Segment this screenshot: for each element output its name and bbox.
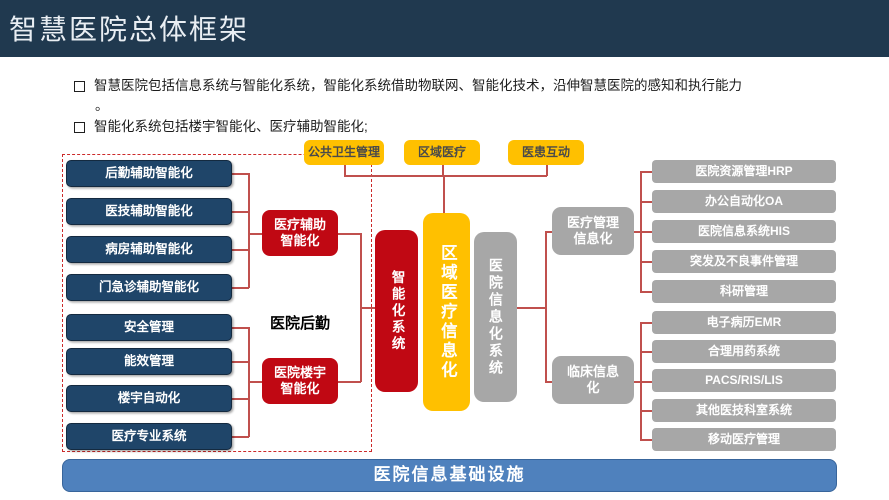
node-logistics-assist: 后勤辅助智能化 <box>66 160 232 187</box>
pillar-intelligent-system: 智能化系统 <box>375 230 418 392</box>
connector-line <box>232 398 249 400</box>
node-oa: 办公自动化OA <box>652 190 836 213</box>
node-research-mgmt: 科研管理 <box>652 280 836 303</box>
bullet-list: 智慧医院包括信息系统与智能化系统，智能化系统借助物联网、智能化技术，沿伸智慧医院… <box>74 76 864 137</box>
node-hospital-building-intelligent: 医院楼宇 智能化 <box>262 358 338 404</box>
connector-line <box>640 439 653 441</box>
node-label-line: 医疗辅助 <box>273 217 326 233</box>
node-public-health-mgmt: 公共卫生管理 <box>304 140 384 165</box>
connector-line <box>640 381 653 383</box>
pillar-label: 智能化系统 <box>389 269 405 353</box>
node-mobile-medical-mgmt: 移动医疗管理 <box>652 428 836 451</box>
connector-line <box>338 233 361 235</box>
connector-line <box>232 173 249 175</box>
node-hrp: 医院资源管理HRP <box>652 160 836 183</box>
node-label-line: 医疗管理 <box>566 215 619 231</box>
node-label-line: 化 <box>586 380 600 395</box>
node-security-mgmt: 安全管理 <box>66 314 232 341</box>
connector-line <box>634 381 641 383</box>
connector-line <box>545 381 553 383</box>
connector-line <box>640 351 653 353</box>
node-energy-mgmt: 能效管理 <box>66 348 232 375</box>
connector-line <box>517 307 546 309</box>
connector-line <box>232 287 249 289</box>
connector-line <box>546 165 548 176</box>
connector-line <box>248 381 263 383</box>
node-other-medtech-dept: 其他医技科室系统 <box>652 399 836 422</box>
connector-line <box>443 175 445 215</box>
connector-line <box>640 322 653 324</box>
connector-line <box>248 173 250 288</box>
connector-line <box>248 233 263 235</box>
connector-line <box>640 410 653 412</box>
node-rational-drug-use: 合理用药系统 <box>652 340 836 363</box>
connector-line <box>232 361 249 363</box>
connector-line <box>634 231 641 233</box>
node-his: 医院信息系统HIS <box>652 220 836 243</box>
node-ward-assist: 病房辅助智能化 <box>66 236 232 263</box>
node-medical-pro-systems: 医疗专业系统 <box>66 423 232 450</box>
node-pacs-ris-lis: PACS/RIS/LIS <box>652 369 836 392</box>
connector-line <box>545 231 553 233</box>
node-label-line: 临床信息 <box>566 364 619 380</box>
node-regional-medical: 区域医疗 <box>404 140 480 165</box>
slide-header: 智慧医院总体框架 <box>0 0 889 57</box>
connector-line <box>232 436 249 438</box>
connector-line <box>640 261 653 263</box>
node-outpatient-assist: 门急诊辅助智能化 <box>66 274 232 301</box>
connector-line <box>338 381 361 383</box>
connector-line <box>545 231 547 382</box>
node-emergency-event-mgmt: 突发及不良事件管理 <box>652 250 836 273</box>
node-doctor-patient-interaction: 医患互动 <box>508 140 584 165</box>
node-label-line: 医院楼宇 <box>273 365 326 381</box>
connector-line <box>640 171 653 173</box>
infrastructure-bar: 医院信息基础设施 <box>62 459 837 492</box>
node-clinical-informatization: 临床信息 化 <box>552 356 634 404</box>
connector-line <box>360 307 376 309</box>
pillar-label: 区域医疗信息化 <box>438 243 457 381</box>
bullet-text-continued: 。 <box>95 98 109 113</box>
node-medical-mgmt-informatization: 医疗管理 信息化 <box>552 207 634 255</box>
pillar-regional-medical-informatization: 区域医疗信息化 <box>423 213 470 411</box>
pillar-hospital-information-system: 医院信息化系统 <box>474 232 517 402</box>
bullet-item: 智慧医院包括信息系统与智能化系统，智能化系统借助物联网、智能化技术，沿伸智慧医院… <box>74 76 864 96</box>
connector-line <box>640 291 653 293</box>
pillar-label: 医院信息化系统 <box>487 257 504 377</box>
bullet-text: 智能化系统包括楼宇智能化、医疗辅助智能化; <box>94 119 368 134</box>
connector-line <box>344 165 346 176</box>
bullet-text: 智慧医院包括信息系统与智能化系统，智能化系统借助物联网、智能化技术，沿伸智慧医院… <box>94 78 742 93</box>
hospital-logistics-label: 医院后勤 <box>269 315 330 332</box>
connector-line <box>344 175 547 177</box>
node-building-automation: 楼宇自动化 <box>66 385 232 412</box>
node-label-line: 智能化 <box>280 233 320 248</box>
page-title: 智慧医院总体框架 <box>9 14 250 45</box>
connector-line <box>640 231 653 233</box>
node-emr: 电子病历EMR <box>652 311 836 334</box>
bullet-item: 智能化系统包括楼宇智能化、医疗辅助智能化; <box>74 117 864 137</box>
square-bullet-icon <box>74 122 85 133</box>
node-label-line: 信息化 <box>573 231 613 246</box>
connector-line <box>442 165 444 176</box>
node-label-line: 智能化 <box>280 381 320 396</box>
square-bullet-icon <box>74 81 85 92</box>
connector-line <box>640 201 653 203</box>
connector-line <box>232 211 249 213</box>
intelligent-systems-dashed-region <box>62 154 372 452</box>
node-medical-assist-intelligent: 医疗辅助 智能化 <box>262 210 338 256</box>
connector-line <box>232 327 249 329</box>
node-medtech-assist: 医技辅助智能化 <box>66 198 232 225</box>
connector-line <box>232 249 249 251</box>
